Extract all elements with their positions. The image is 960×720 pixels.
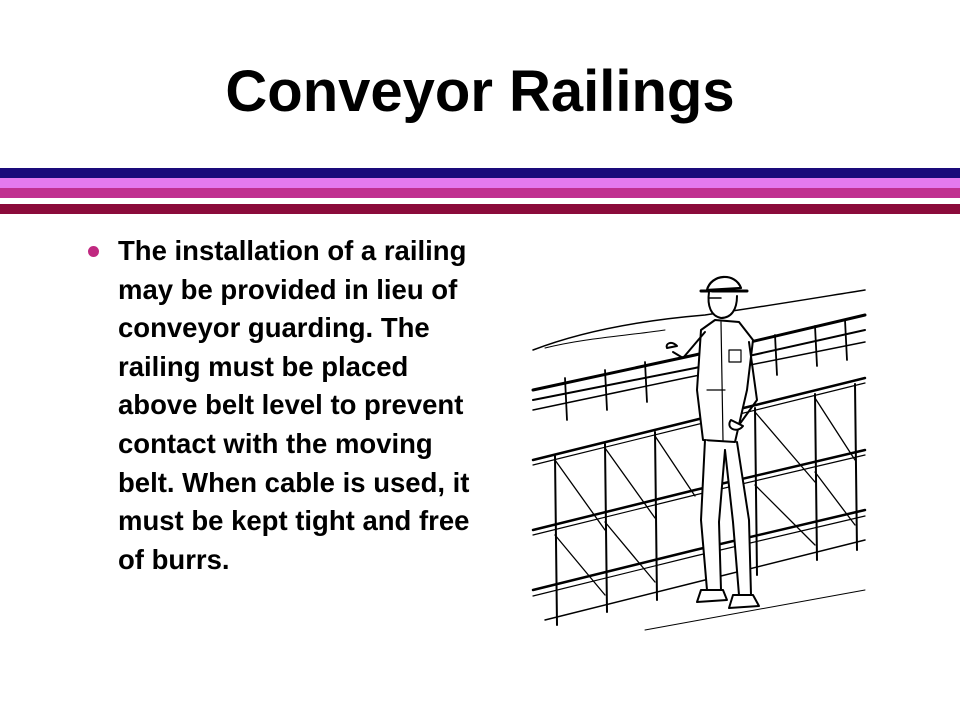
bullet-text: The installation of a railing may be pro… bbox=[118, 235, 470, 575]
stripe-maroon bbox=[0, 204, 960, 214]
worker-at-conveyor-railing-illustration bbox=[525, 260, 870, 640]
stripe-magenta bbox=[0, 188, 960, 198]
title-divider-stripes bbox=[0, 168, 960, 214]
stripe-pink bbox=[0, 178, 960, 188]
stripe-navy bbox=[0, 168, 960, 178]
bullet-icon bbox=[88, 246, 99, 257]
slide-title: Conveyor Railings bbox=[225, 59, 735, 124]
stripe-white bbox=[0, 198, 960, 204]
